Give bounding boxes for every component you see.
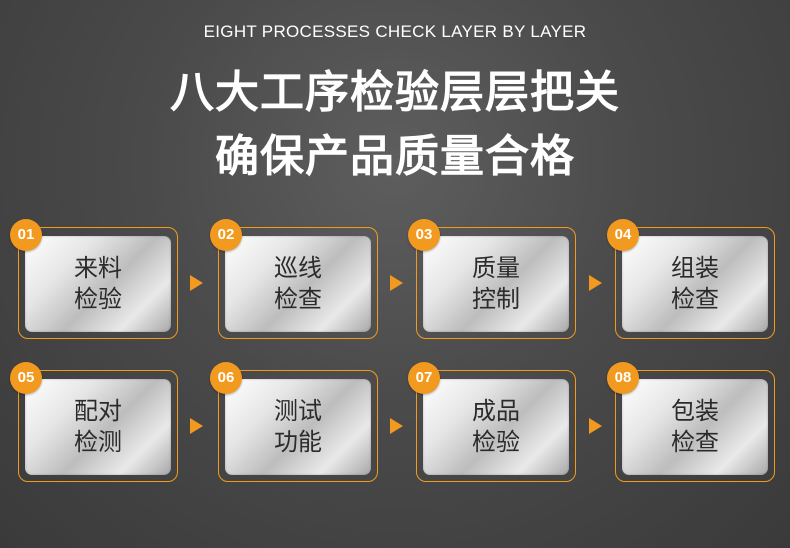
step-label: 包装 检查 [622, 396, 768, 458]
step-label-line1: 成品 [472, 397, 520, 425]
step-label-line2: 检验 [74, 285, 122, 313]
step-number-badge: 01 [10, 219, 42, 251]
english-subtitle: EIGHT PROCESSES CHECK LAYER BY LAYER [203, 22, 587, 41]
step-card-panel: 测试 功能 [225, 379, 371, 475]
step-card: 测试 功能 06 [210, 362, 378, 482]
step-card-panel: 组装 检查 [622, 236, 768, 332]
step-label-line1: 来料 [74, 254, 122, 282]
step-number-badge: 03 [408, 219, 440, 251]
step-card: 配对 检测 05 [10, 362, 178, 482]
step-label-line1: 组装 [671, 254, 719, 282]
step-label-line1: 配对 [74, 397, 122, 425]
step-label: 质量 控制 [423, 253, 569, 315]
step-label: 来料 检验 [25, 253, 171, 315]
step-label-line1: 质量 [472, 254, 520, 282]
step-label: 成品 检验 [423, 396, 569, 458]
step-number-badge: 02 [210, 219, 242, 251]
step-label-line2: 检查 [671, 285, 719, 313]
arrow-right-icon [589, 275, 602, 291]
step-card: 组装 检查 04 [607, 219, 775, 339]
step-label-line1: 测试 [274, 397, 322, 425]
arrow-right-icon [589, 418, 602, 434]
step-card: 成品 检验 07 [408, 362, 576, 482]
step-number-badge: 07 [408, 362, 440, 394]
step-label-line2: 检验 [472, 428, 520, 456]
step-card: 巡线 检查 02 [210, 219, 378, 339]
step-card: 质量 控制 03 [408, 219, 576, 339]
step-label-line1: 巡线 [274, 254, 322, 282]
step-label: 测试 功能 [225, 396, 371, 458]
step-card-panel: 来料 检验 [25, 236, 171, 332]
step-label-line2: 检查 [274, 285, 322, 313]
step-label-line2: 检查 [671, 428, 719, 456]
step-card: 来料 检验 01 [10, 219, 178, 339]
step-label-line2: 功能 [274, 428, 322, 456]
step-card-panel: 配对 检测 [25, 379, 171, 475]
step-number-badge: 04 [607, 219, 639, 251]
step-card-panel: 巡线 检查 [225, 236, 371, 332]
arrow-right-icon [190, 418, 203, 434]
step-label-line2: 检测 [74, 428, 122, 456]
step-card-panel: 成品 检验 [423, 379, 569, 475]
arrow-right-icon [390, 418, 403, 434]
step-label-line2: 控制 [472, 285, 520, 313]
arrow-right-icon [390, 275, 403, 291]
main-title-line-1: 八大工序检验层层把关 [170, 67, 620, 118]
step-label-line1: 包装 [671, 397, 719, 425]
step-label: 组装 检查 [622, 253, 768, 315]
step-card: 包装 检查 08 [607, 362, 775, 482]
step-label: 巡线 检查 [225, 253, 371, 315]
step-number-badge: 05 [10, 362, 42, 394]
step-label: 配对 检测 [25, 396, 171, 458]
step-number-badge: 08 [607, 362, 639, 394]
step-number-badge: 06 [210, 362, 242, 394]
step-card-panel: 质量 控制 [423, 236, 569, 332]
step-card-panel: 包装 检查 [622, 379, 768, 475]
main-title-line-2: 确保产品质量合格 [215, 131, 575, 182]
arrow-right-icon [190, 275, 203, 291]
